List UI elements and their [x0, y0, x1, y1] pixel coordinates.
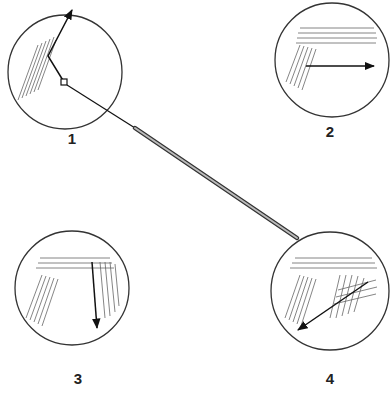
dish-number: 4	[326, 371, 334, 386]
petri-dish	[275, 3, 389, 117]
petri-dish	[15, 231, 129, 345]
petri-dish	[271, 232, 389, 350]
petri-dish	[8, 15, 122, 129]
streak-lines	[18, 28, 377, 326]
dish-number: 2	[326, 124, 334, 139]
dish-number: 1	[68, 131, 76, 146]
streak-arrows	[48, 10, 374, 330]
inoculating-loop	[61, 79, 297, 238]
dish-number: 3	[74, 371, 82, 386]
